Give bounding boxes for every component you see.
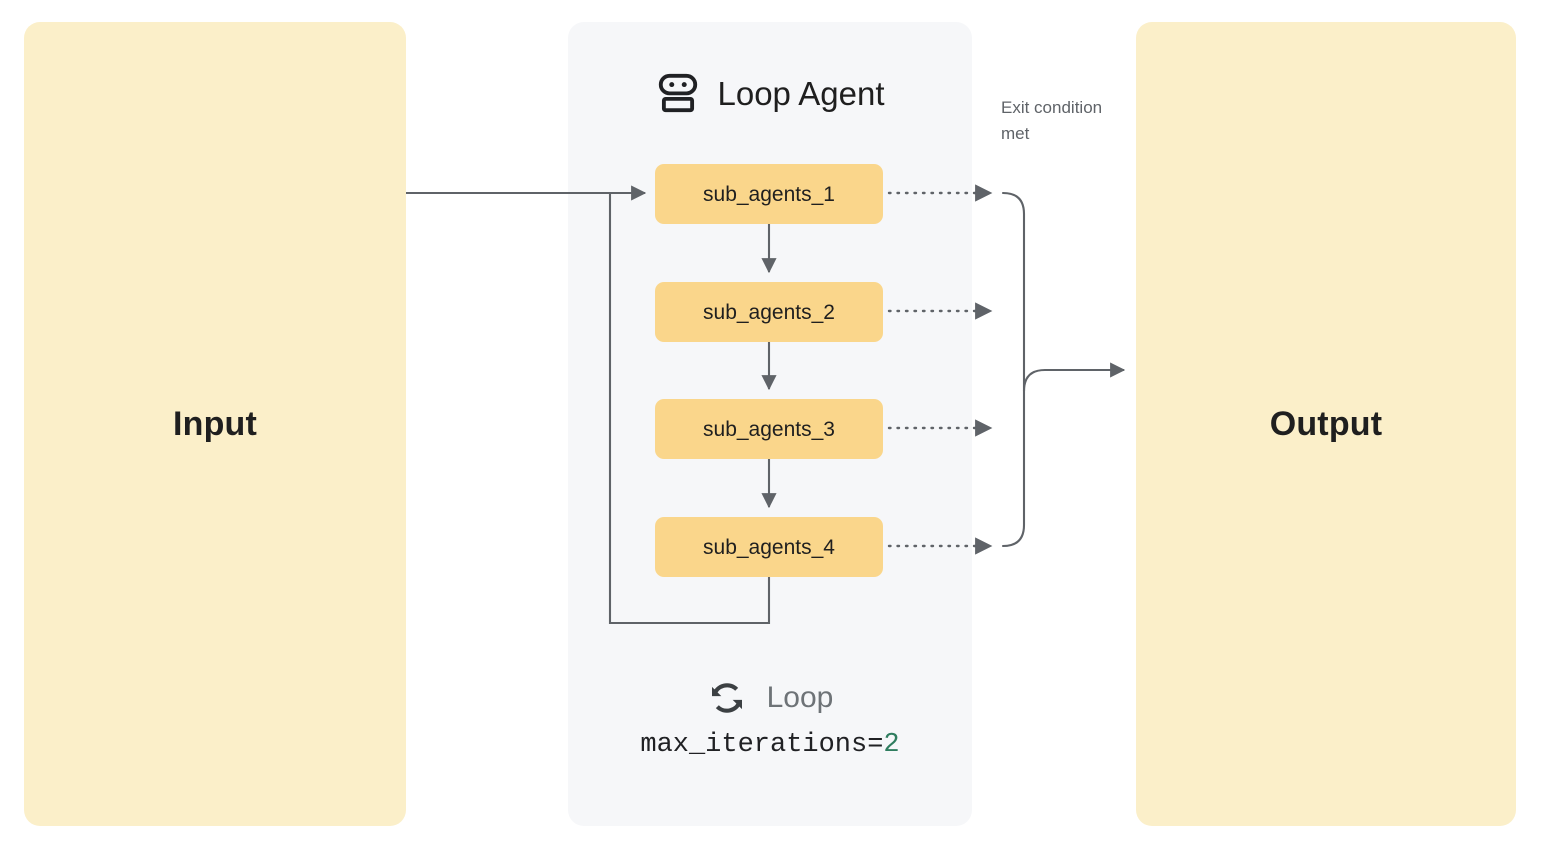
loop-agent-header: Loop Agent: [568, 64, 972, 122]
input-panel: Input: [24, 22, 406, 826]
sub-agent-box-4[interactable]: sub_agents_4: [655, 517, 883, 577]
sub-agent-label-2: sub_agents_2: [703, 300, 835, 324]
wire-collector-to-output: [1022, 362, 1126, 392]
output-label: Output: [1269, 405, 1383, 443]
max-iterations-code: max_iterations=2: [568, 728, 972, 763]
wire-exit-collector: [1001, 191, 1026, 548]
sub-agent-label-4: sub_agents_4: [703, 535, 835, 559]
robot-icon: [656, 71, 700, 115]
sub-agent-label-1: sub_agents_1: [703, 182, 835, 206]
input-label: Input: [172, 405, 258, 443]
sub-agent-label-3: sub_agents_3: [703, 417, 835, 441]
sub-agent-box-2[interactable]: sub_agents_2: [655, 282, 883, 342]
max-iterations-value: 2: [883, 730, 900, 760]
loop-footer-label: Loop: [766, 681, 834, 714]
sub-agent-box-3[interactable]: sub_agents_3: [655, 399, 883, 459]
max-iterations-key: max_iterations=: [640, 730, 884, 760]
sub-agent-box-1[interactable]: sub_agents_1: [655, 164, 883, 224]
exit-condition-caption: Exit condition met: [1001, 98, 1103, 143]
loop-footer: Loop: [568, 672, 972, 724]
sync-loop-icon: [707, 678, 747, 718]
loop-agent-title: Loop Agent: [717, 74, 885, 112]
output-panel: Output: [1136, 22, 1516, 826]
